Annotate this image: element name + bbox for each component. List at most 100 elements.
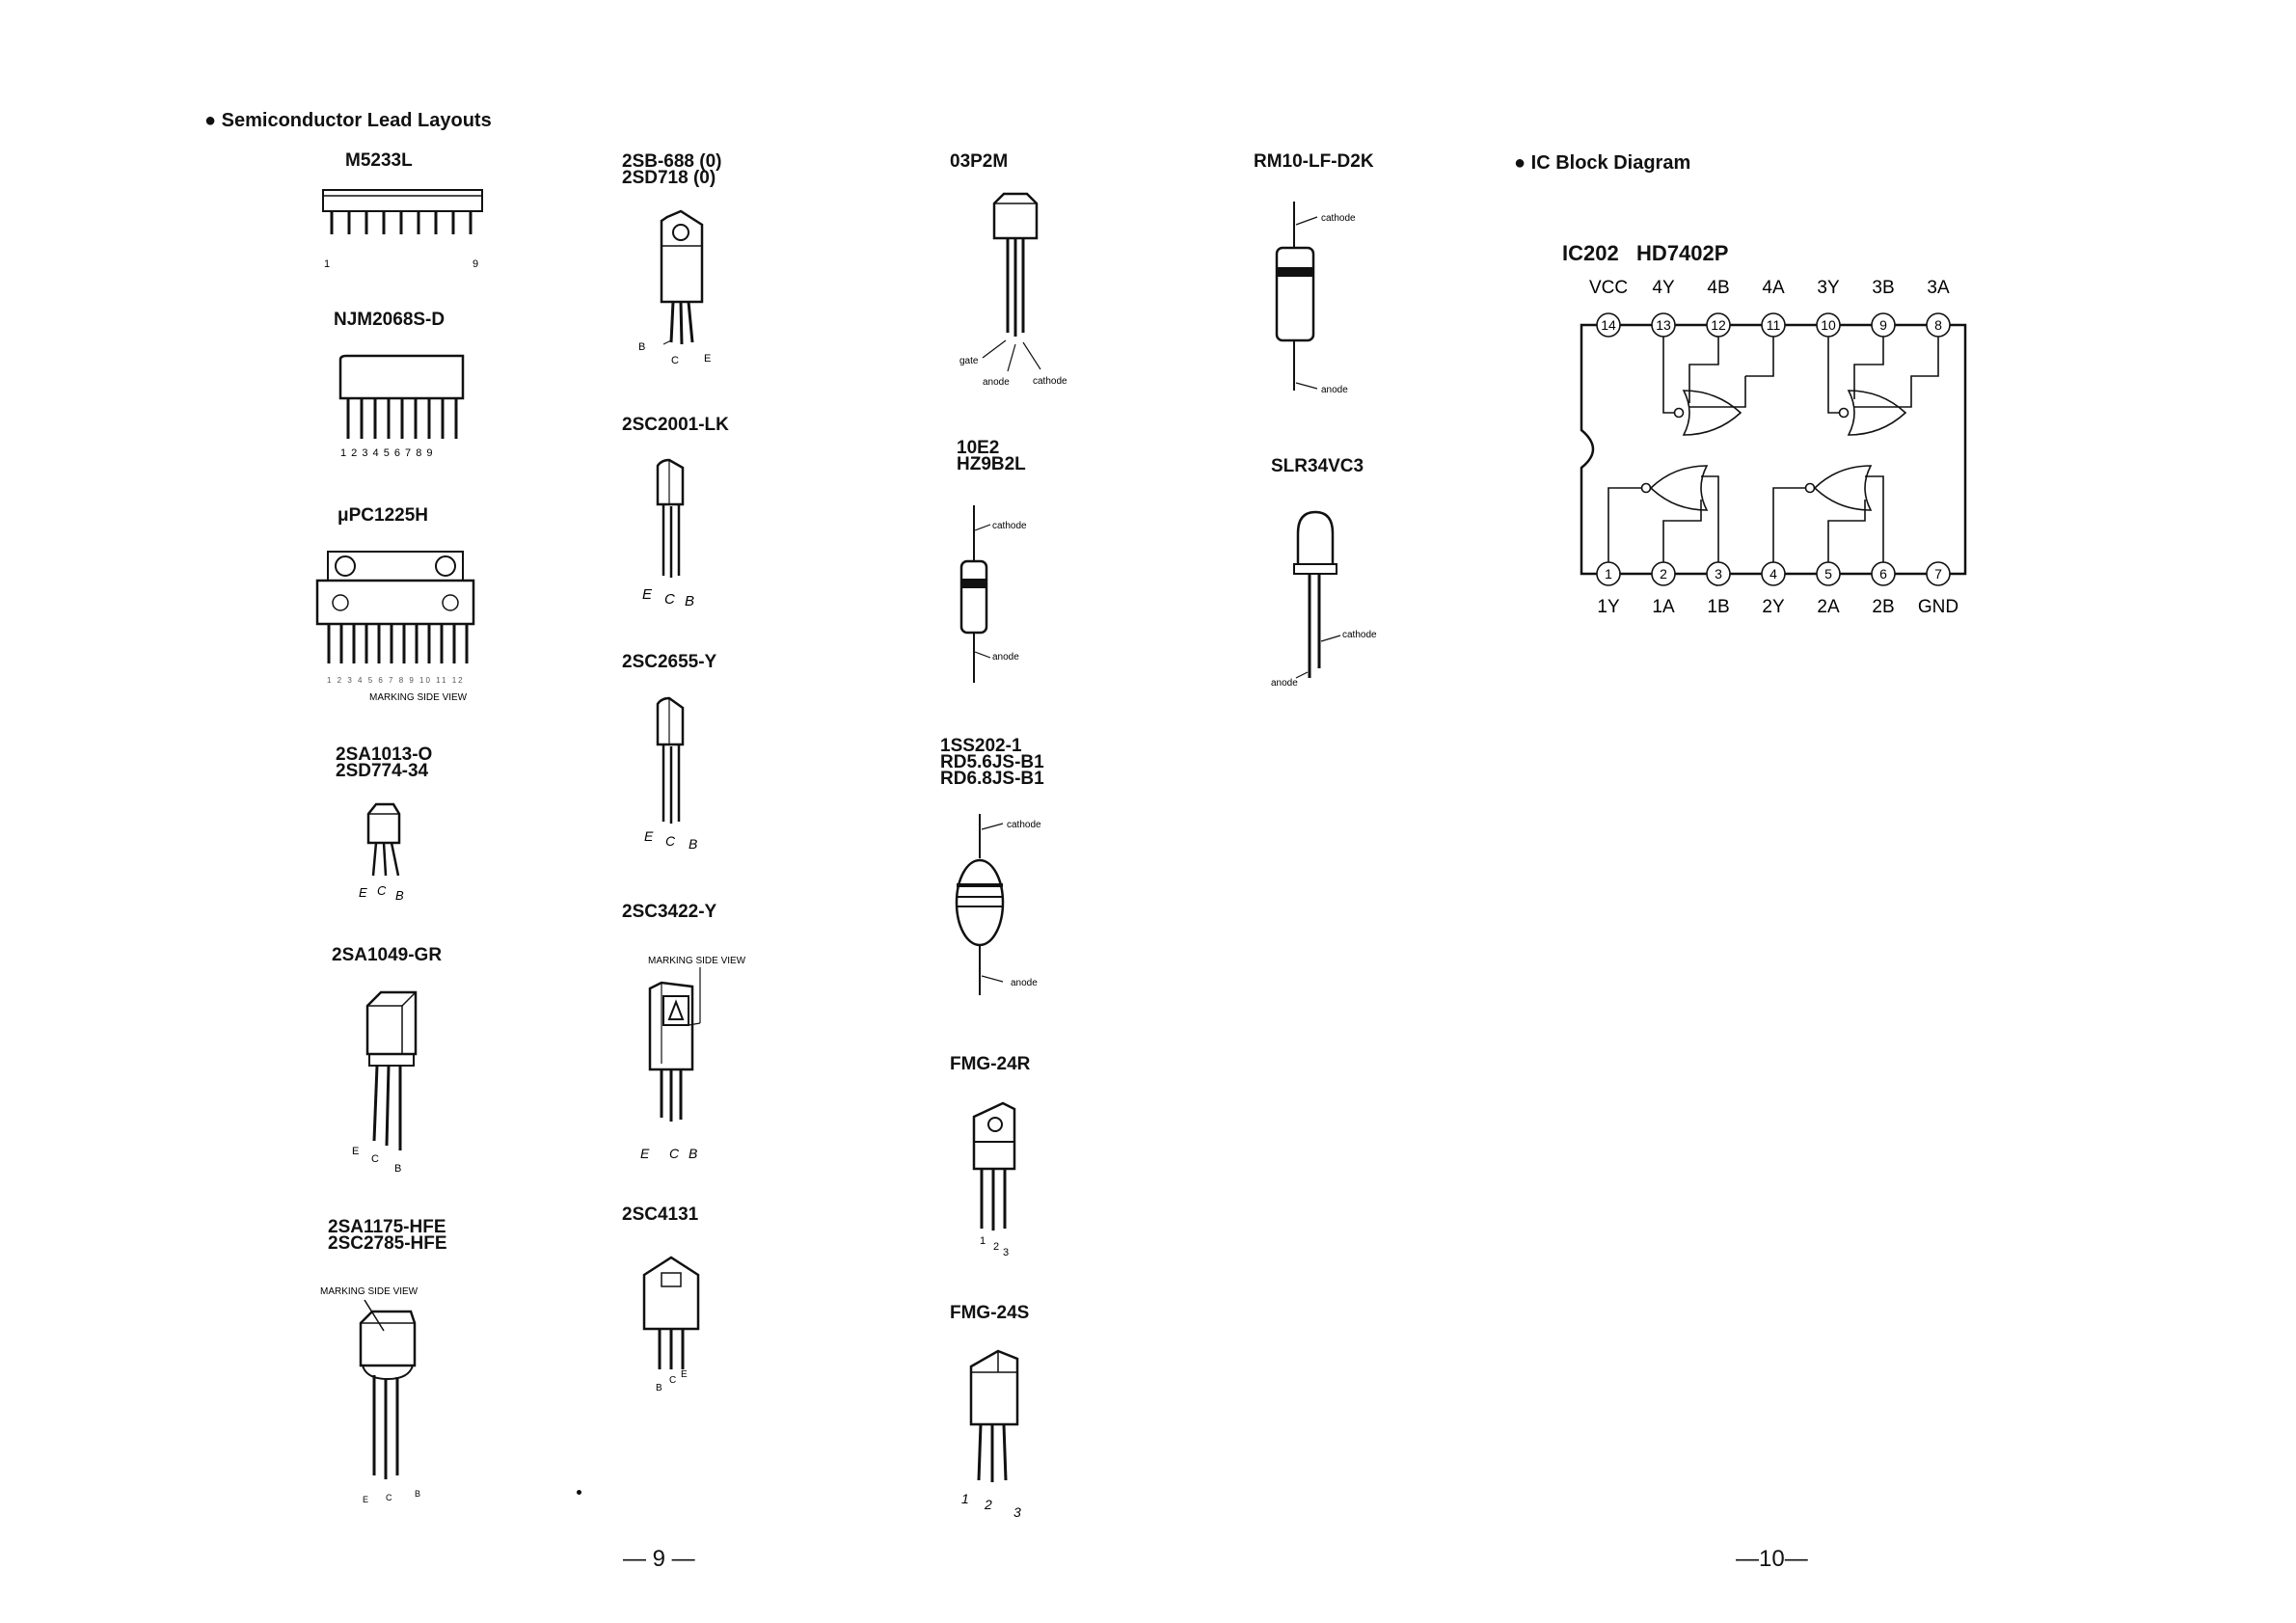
thyristor-package: gate anode cathode [959,192,1067,388]
diode-axial-package: cathode anode [955,814,1041,995]
component-label: 2SB-688 (0) 2SD718 (0) [622,151,722,188]
pin-label: gate [959,356,979,366]
pin-label: E [681,1369,688,1380]
ic-pin-7: 7 [1934,566,1942,582]
transistor-marked-package: MARKING SIDE VIEW E C B [320,1286,420,1504]
pin-label: anode [992,652,1019,663]
ic-pin-name-3a: 3A [1927,278,1950,298]
pin-label: anode [1321,385,1348,395]
ic-pin-10: 10 [1821,317,1836,333]
ic-pin-14: 14 [1601,317,1616,333]
section-ic-block-diagram: ● IC Block Diagram [1514,152,1691,174]
component-label: RM10-LF-D2K [1254,151,1374,172]
section-ic-block-title: IC Block Diagram [1530,152,1691,174]
ic-pin-2: 2 [1660,566,1667,582]
pin-label: cathode [1007,820,1041,830]
component-label: 1SS202-1 RD5.6JS-B1 RD6.8JS-B1 [940,736,1044,789]
pin-label: C [371,1153,379,1165]
transistor-to92-package: E C B [642,458,694,609]
pin-label: 2 [984,1497,992,1512]
component-label: 10E2 HZ9B2L [957,438,1026,474]
ic-pin-name-3b: 3B [1872,278,1894,298]
pin-label: B [689,836,697,852]
ic-pin-name-3y: 3Y [1817,278,1840,298]
pin-label: B [394,1163,401,1175]
pin-label: E [359,885,367,900]
pin-label: C [665,833,676,849]
ic-pin-13: 13 [1656,317,1671,333]
pin-label: E [642,586,653,603]
pin-label: C [669,1146,680,1161]
transistor-to92-package: E C B [644,696,697,852]
component-label: 2SC3422-Y [622,902,717,922]
pin-label: 1 [980,1235,986,1247]
component-label: FMG-24S [950,1303,1030,1323]
transistor-marked-power-package: MARKING SIDE VIEW E C B [640,956,746,1161]
pin-label: C [669,1375,676,1386]
ic-title: IC202 HD7402P [1562,241,1729,265]
ic-pin-name-1y: 1Y [1597,597,1620,617]
ic-pin-name-gnd: GND [1918,597,1958,617]
component-label: 03P2M [950,151,1009,172]
ic-pin-name-2y: 2Y [1762,597,1785,617]
pin-label-first: 1 [324,258,330,270]
diode-axial-package: cathode anode [959,505,1027,683]
ic-pin-name-vcc: VCC [1589,278,1628,298]
ic-pin-name-1b: 1B [1707,597,1729,617]
component-label: SLR34VC3 [1271,456,1364,476]
transistor-to92l-package: E C B [352,990,418,1175]
component-label: M5233L [345,150,413,171]
pin-label: C [386,1493,392,1502]
component-label: 2SC2655-Y [622,652,717,672]
ic-pin-5: 5 [1824,566,1832,582]
pin-number-row: 1 2 3 4 5 6 7 8 9 10 11 12 [327,676,465,685]
pin-label: 3 [1003,1247,1009,1258]
pin-label: E [363,1495,368,1504]
led-package: cathode anode [1271,510,1377,689]
pin-label: anode [983,377,1010,388]
diode-to220-package: 1 2 3 [961,1349,1021,1520]
pin-label: C [671,355,679,366]
ic-pin-name-1a: 1A [1652,597,1675,617]
pin-label: 1 [961,1491,969,1506]
pin-label: E [640,1146,650,1161]
ic-pin-name-2a: 2A [1817,597,1840,617]
pin-number-row: 1 2 3 4 5 6 7 8 9 [340,447,434,459]
pin-label: 3 [1013,1504,1021,1520]
component-label: 2SA1049-GR [332,945,443,965]
page-number-right: —10— [1736,1546,1808,1572]
pin-label: E [644,828,654,844]
ic-pin-8: 8 [1934,317,1942,333]
pin-label: 2 [993,1241,999,1253]
sip-package-m5233l: 1 9 [322,189,483,270]
pin-label: B [638,341,645,353]
ic-block-diagram: VCC 4Y 4B 4A 3Y 3B 3A 14 13 12 11 10 9 8 [1580,278,1967,617]
stray-dot [577,1490,581,1495]
component-label: 2SC2001-LK [622,415,729,435]
pin-label: B [685,593,694,609]
ic-pin-1: 1 [1605,566,1612,582]
pin-label: anode [1011,978,1038,988]
ic-pin-3: 3 [1715,566,1722,582]
component-label: 2SC4131 [622,1204,699,1225]
transistor-to220-package: B C E [642,1256,700,1393]
marking-side-note: MARKING SIDE VIEW [648,956,746,966]
component-label: NJM2068S-D [334,310,446,330]
pin-label: cathode [992,521,1027,531]
pin-label: cathode [1321,213,1356,224]
ic-pin-12: 12 [1711,317,1726,333]
section-lead-layouts: ● Semiconductor Lead Layouts [204,110,492,131]
pin-label: B [689,1146,697,1161]
diode-to220-package: 1 2 3 [972,1101,1016,1258]
section-lead-layouts-title: Semiconductor Lead Layouts [221,110,492,131]
ic-pin-11: 11 [1767,317,1781,333]
ic-pin-9: 9 [1879,317,1887,333]
diode-axial-package: cathode anode [1275,202,1356,395]
pin-label: B [656,1383,662,1393]
pin-label: C [377,883,387,898]
component-label: 2SA1013-O 2SD774-34 [336,744,433,781]
pin-label: B [395,888,404,903]
component-label: FMG-24R [950,1054,1031,1074]
ic-pin-6: 6 [1879,566,1887,582]
